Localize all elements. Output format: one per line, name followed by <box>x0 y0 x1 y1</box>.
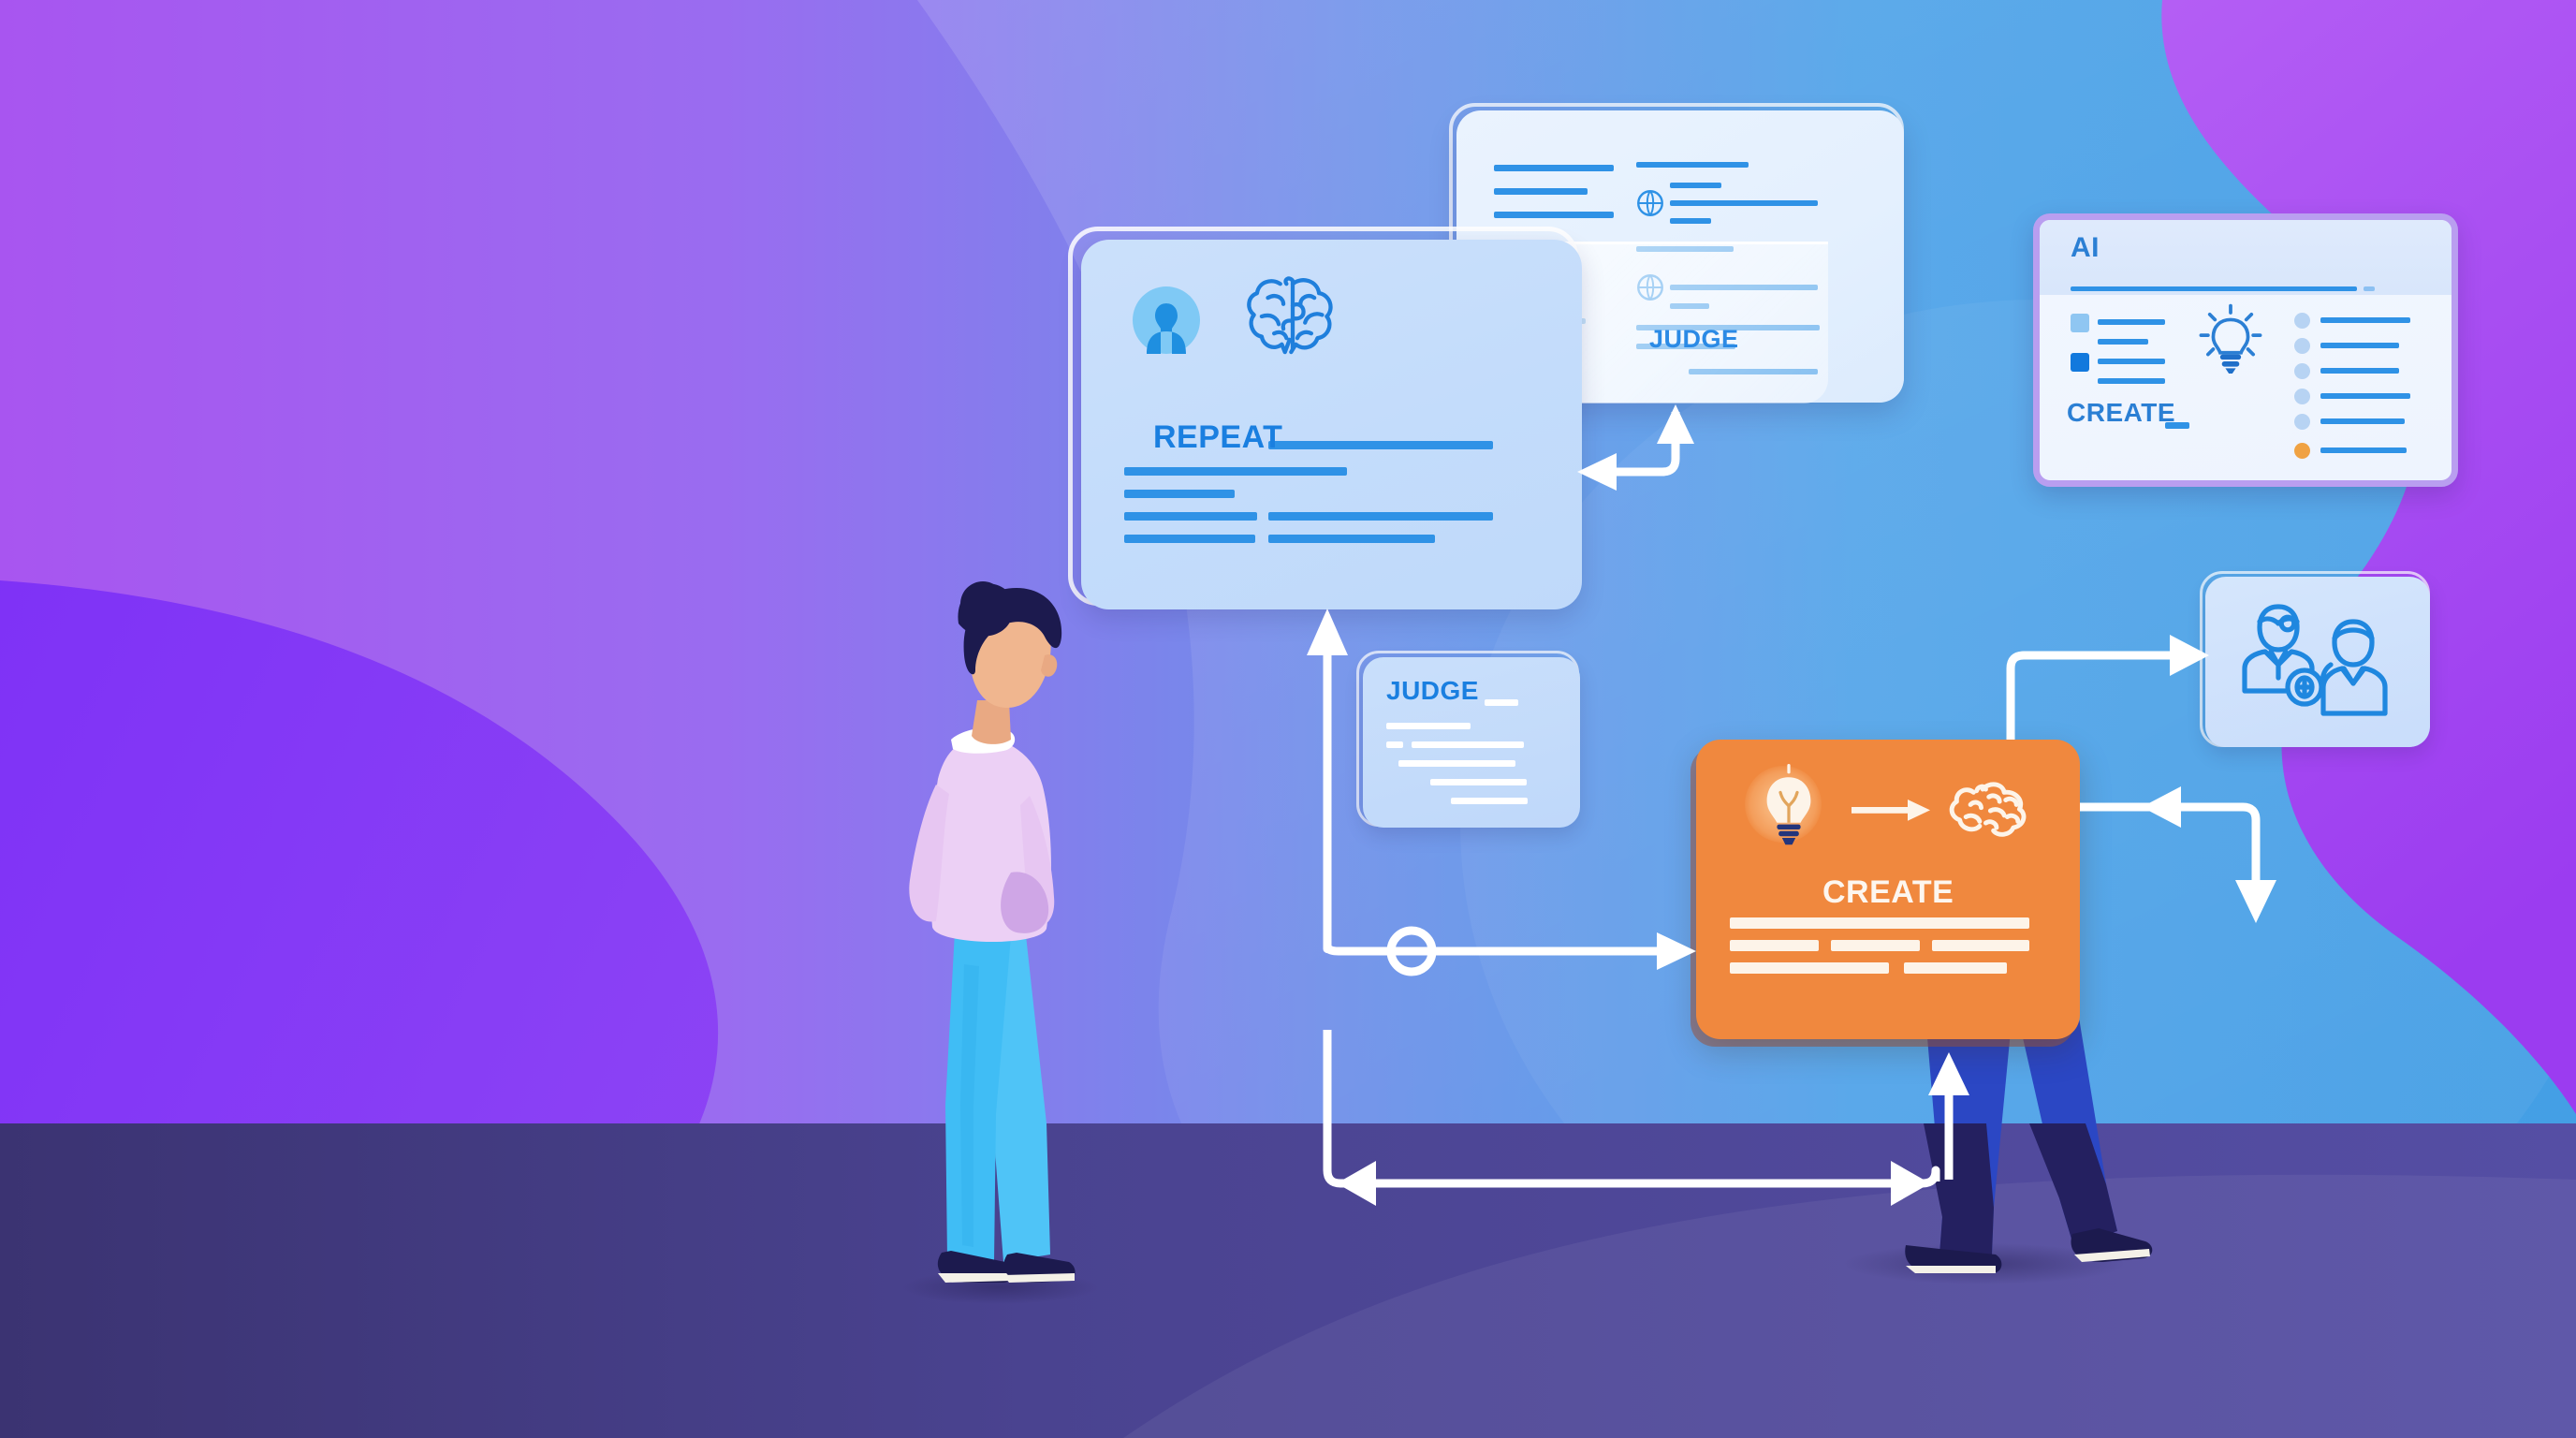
arrow-right-icon <box>1852 800 1930 821</box>
text-line <box>1386 723 1471 729</box>
checkbox-icon[interactable] <box>2071 353 2089 372</box>
text-line <box>2320 418 2405 424</box>
text-line <box>1636 162 1749 168</box>
bullet-dot <box>2294 363 2310 379</box>
text-line <box>1494 165 1614 171</box>
text-line <box>1485 699 1518 706</box>
bullet-dot <box>2294 313 2310 329</box>
text-line <box>1932 940 2029 951</box>
text-line <box>1430 779 1527 785</box>
create-card-label: CREATE <box>1822 874 1954 910</box>
text-line <box>1124 467 1347 476</box>
judge-small-card[interactable] <box>1363 657 1580 828</box>
text-line <box>1670 183 1721 188</box>
figure-standing-man <box>1905 983 2153 1273</box>
brain-icon <box>1949 782 2027 837</box>
ai-card-header <box>2040 220 2452 295</box>
text-line <box>2320 317 2410 323</box>
lightbulb-icon <box>2199 303 2262 374</box>
text-line <box>1386 741 1403 748</box>
ai-header-rule-tail <box>2364 286 2375 291</box>
judge-top-card-label: JUDGE <box>1649 325 1739 353</box>
text-line <box>1670 200 1818 206</box>
text-line <box>1494 212 1614 218</box>
ai-card-sublabel: CREATE <box>2067 398 2176 427</box>
text-line <box>1412 741 1524 748</box>
user-avatar-icon <box>1133 286 1200 354</box>
brain-icon <box>1247 276 1333 355</box>
text-line <box>1268 535 1435 543</box>
text-line <box>1730 962 1889 974</box>
bullet-dot <box>2294 389 2310 404</box>
bg-floor-highlight <box>1123 1174 2576 1438</box>
text-line <box>1904 962 2007 974</box>
figure-standing-woman <box>909 581 1076 1283</box>
text-line <box>2098 378 2165 384</box>
text-line <box>2320 393 2410 399</box>
text-line <box>2098 319 2165 325</box>
create-card[interactable] <box>1696 740 2080 1039</box>
text-line <box>1124 535 1255 543</box>
text-line <box>2098 339 2148 345</box>
text-line <box>1398 760 1515 767</box>
text-line <box>1730 917 2029 929</box>
text-line <box>1124 512 1257 521</box>
bg-floor <box>0 1123 2576 1438</box>
two-people-icon <box>2242 604 2388 716</box>
text-line <box>1831 940 1920 951</box>
create-underline <box>2165 422 2189 429</box>
text-line <box>2320 448 2407 453</box>
text-line <box>1268 441 1493 449</box>
judge-small-card-label: JUDGE <box>1386 676 1479 705</box>
globe-icon <box>1637 190 1663 216</box>
text-line <box>1494 188 1588 195</box>
bullet-dot <box>2294 414 2310 430</box>
text-line <box>2320 368 2399 374</box>
bullet-dot <box>2294 338 2310 354</box>
text-line <box>2320 343 2399 348</box>
ai-card-label: AI <box>2071 232 2100 263</box>
text-line <box>1670 218 1711 224</box>
checkbox-icon[interactable] <box>2071 314 2089 332</box>
ai-header-rule <box>2071 286 2357 291</box>
repeat-card-label: REPEAT <box>1153 419 1283 455</box>
text-line <box>2098 359 2165 364</box>
ai-card[interactable] <box>2033 213 2458 487</box>
bg-blob-purple-topright <box>2161 0 2576 1114</box>
lightbulb-icon <box>1766 763 1811 845</box>
bullet-dot-highlight <box>2294 443 2310 459</box>
text-line <box>1124 490 1235 498</box>
text-line <box>1268 512 1493 521</box>
repeat-card[interactable] <box>1081 240 1582 609</box>
text-line <box>1451 798 1528 804</box>
people-card[interactable] <box>2205 577 2430 747</box>
text-line <box>1730 940 1819 951</box>
